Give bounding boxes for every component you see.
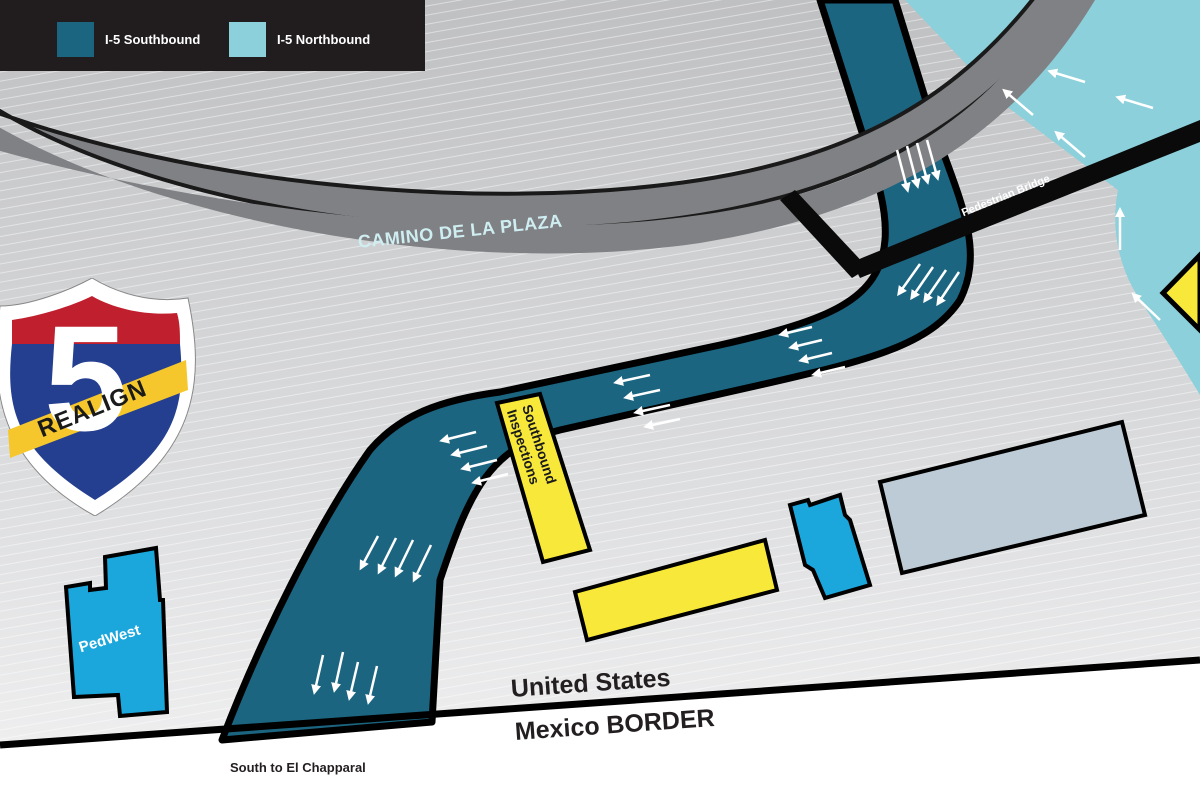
mexico-ground (0, 660, 1200, 800)
southbound-arrows (311, 139, 961, 705)
legend: I-5 Southbound I-5 Northbound (0, 0, 425, 71)
border-line (0, 656, 1200, 749)
legend-label-southbound: I-5 Southbound (105, 32, 201, 47)
northbound-arrows (1002, 68, 1161, 321)
shield-banner (8, 360, 188, 458)
yellow-building-right (1159, 251, 1200, 334)
shield-top-red (12, 296, 180, 344)
pedestrian-bridge[interactable] (852, 120, 1200, 278)
southbound-swatch (57, 22, 94, 57)
legend-item-northbound: I-5 Northbound (229, 22, 370, 57)
pedwest-building[interactable] (63, 545, 170, 719)
blue-building[interactable] (787, 492, 873, 601)
southbound-lanes (218, 0, 974, 744)
northbound-swatch (229, 22, 266, 57)
i5-realign-shield: 5 REALIGN (0, 278, 200, 516)
grey-building[interactable] (877, 419, 1148, 576)
shield-number: 5 (44, 294, 128, 462)
legend-label-northbound: I-5 Northbound (277, 32, 371, 47)
southbound-inspections-booth[interactable] (494, 391, 593, 565)
yellow-building[interactable] (572, 537, 780, 643)
legend-item-southbound: I-5 Southbound (57, 22, 200, 57)
south-to-el-chapparal-label: South to El Chapparal (230, 760, 366, 775)
